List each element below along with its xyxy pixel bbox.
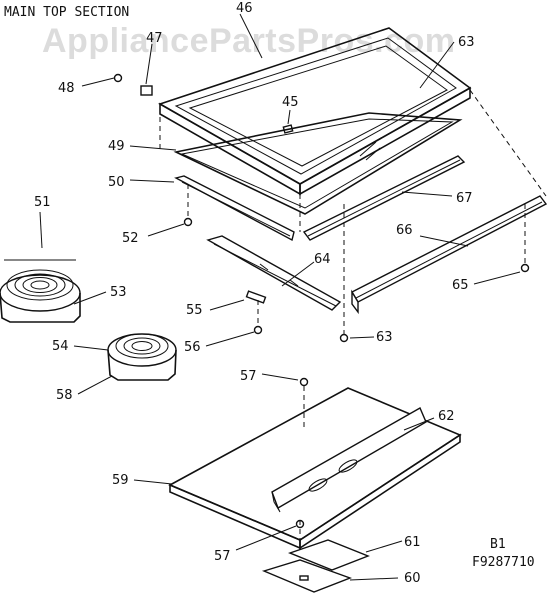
- callout-60: 60: [404, 571, 421, 586]
- part-64-support-bracket: [206, 235, 342, 311]
- part-66-front-trim: [351, 195, 548, 315]
- part-60-plate: [261, 559, 352, 593]
- callout-62: 62: [438, 409, 455, 424]
- callout-63-bottom: 63: [376, 330, 393, 345]
- alignment-lines: [159, 89, 547, 550]
- callout-49: 49: [108, 139, 125, 154]
- callout-48: 48: [58, 81, 75, 96]
- callout-54: 54: [52, 339, 69, 354]
- callout-66: 66: [396, 223, 413, 238]
- callout-55: 55: [186, 303, 203, 318]
- part-56-screw: [253, 325, 263, 335]
- section-title: MAIN TOP SECTION: [4, 5, 129, 20]
- callout-51: 51: [34, 195, 51, 210]
- callout-61: 61: [404, 535, 421, 550]
- hardware-screws: [113, 73, 530, 529]
- callout-53: 53: [110, 285, 127, 300]
- callout-63-top: 63: [458, 35, 475, 50]
- callout-45: 45: [282, 95, 299, 110]
- leader-lines: [39, 13, 521, 581]
- callout-57-top: 57: [240, 369, 257, 384]
- part-62-channel: [271, 407, 427, 513]
- part-63-screw-lower: [339, 333, 349, 343]
- figure-code-b1: B1: [490, 537, 506, 552]
- callout-56: 56: [184, 340, 201, 355]
- callout-50: 50: [108, 175, 125, 190]
- part-61-plate: [287, 539, 370, 571]
- callout-labels: 46 47 48 63 45 49 50 67 51 52 66 64 53 6…: [34, 1, 475, 586]
- part-55-clip: [245, 290, 267, 304]
- callout-67: 67: [456, 191, 473, 206]
- part-48-screw: [113, 73, 123, 83]
- part-52-screw: [183, 217, 193, 227]
- callout-64: 64: [314, 252, 331, 267]
- callout-52: 52: [122, 231, 139, 246]
- part-57-screw-upper: [299, 377, 309, 387]
- part-49-gasket: [173, 112, 463, 215]
- callout-57-bottom: 57: [214, 549, 231, 564]
- part-50-side-trim: [174, 175, 295, 242]
- part-45-glass-top: [188, 45, 448, 167]
- callout-46: 46: [236, 1, 253, 16]
- part-54-small-burner: [107, 333, 177, 381]
- part-65-screw: [520, 263, 530, 273]
- part-51-large-burner: [0, 259, 81, 323]
- callout-47: 47: [146, 31, 163, 46]
- part-67-rear-trim: [302, 155, 466, 241]
- callout-58: 58: [56, 388, 73, 403]
- part-47-bracket: [140, 85, 153, 96]
- watermark: AppliancePartsPros.com: [42, 22, 455, 60]
- callout-59: 59: [112, 473, 129, 488]
- callout-65: 65: [452, 278, 469, 293]
- figure-code-number: F9287710: [472, 555, 535, 570]
